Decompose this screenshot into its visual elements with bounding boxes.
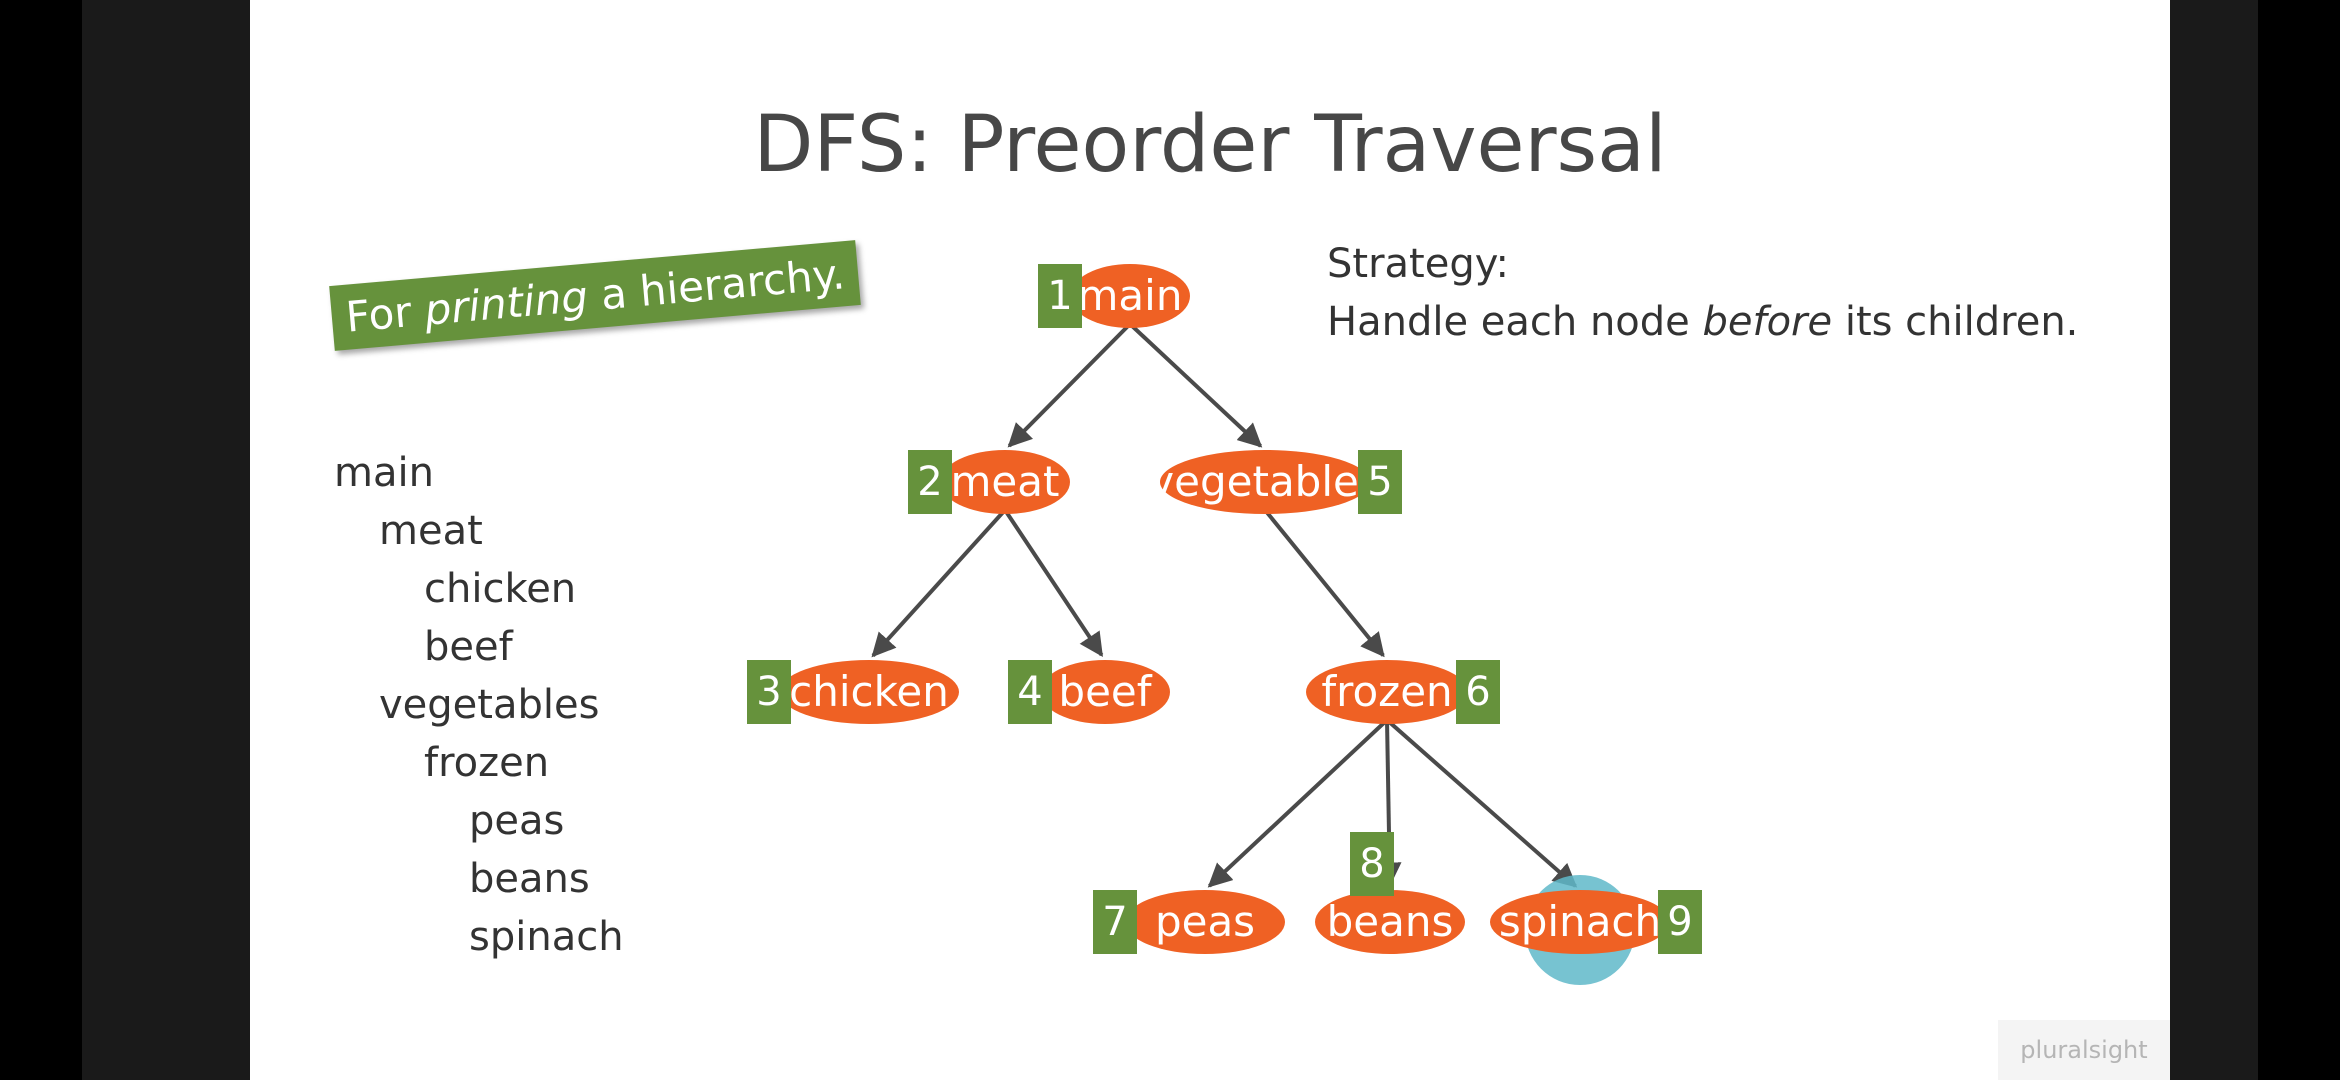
strategy-text-before: Handle each node <box>1327 299 1703 345</box>
letterbox-left <box>0 0 82 1080</box>
outline-row: frozen <box>424 740 550 786</box>
tree-node-peas: peas <box>1125 890 1285 954</box>
edge-main-vegetables <box>1128 322 1263 448</box>
slide: DFS: Preorder Traversal For printing a h… <box>250 0 2170 1080</box>
tree-node-vegetables: vegetables <box>1149 450 1381 514</box>
watermark-logo: pluralsight <box>1998 1020 2170 1080</box>
strategy-block: Strategy: Handle each node before its ch… <box>1327 235 2078 351</box>
tree-node-beef: beef <box>1040 660 1170 724</box>
order-badge-beef: 4 <box>1008 660 1052 724</box>
order-badge-chicken: 3 <box>747 660 791 724</box>
order-badge-main: 1 <box>1038 264 1082 328</box>
order-badge-meat: 2 <box>908 450 952 514</box>
order-badge-peas: 7 <box>1093 890 1137 954</box>
tree-node-meat: meat <box>940 450 1070 514</box>
outline-row: vegetables <box>379 682 600 728</box>
order-badge-vegetables: 5 <box>1358 450 1402 514</box>
order-badge-frozen: 6 <box>1456 660 1500 724</box>
edge-frozen-spinach <box>1385 718 1578 888</box>
outline-row: chicken <box>424 566 577 612</box>
outline-row: main <box>334 450 434 496</box>
edge-meat-chicken <box>871 508 1007 658</box>
outline-row: beans <box>469 856 590 902</box>
tree-edges <box>871 322 1578 888</box>
edge-vegetables-frozen <box>1263 508 1385 658</box>
tree-node-frozen: frozen <box>1306 660 1468 724</box>
outline-row: meat <box>379 508 483 554</box>
strategy-label: Strategy: <box>1327 241 1509 287</box>
tree-node-main: main <box>1070 264 1190 328</box>
outline-row: spinach <box>469 914 624 960</box>
tree-node-beans: beans <box>1315 890 1465 954</box>
edge-meat-beef <box>1003 508 1104 658</box>
outline-row: peas <box>469 798 565 844</box>
tree-node-chicken: chicken <box>779 660 959 724</box>
tree-node-spinach: spinach <box>1490 890 1670 954</box>
strategy-line: Handle each node before its children. <box>1327 293 2078 351</box>
outline-row: beef <box>424 624 513 670</box>
order-badge-spinach: 9 <box>1658 890 1702 954</box>
letterbox-right <box>2258 0 2340 1080</box>
slide-title: DFS: Preorder Traversal <box>753 100 1667 190</box>
edge-main-meat <box>1007 322 1132 448</box>
strategy-text-after: its children. <box>1832 299 2079 345</box>
strategy-emphasis: before <box>1702 299 1833 345</box>
edge-frozen-peas <box>1207 718 1389 888</box>
order-badge-beans: 8 <box>1350 832 1394 896</box>
